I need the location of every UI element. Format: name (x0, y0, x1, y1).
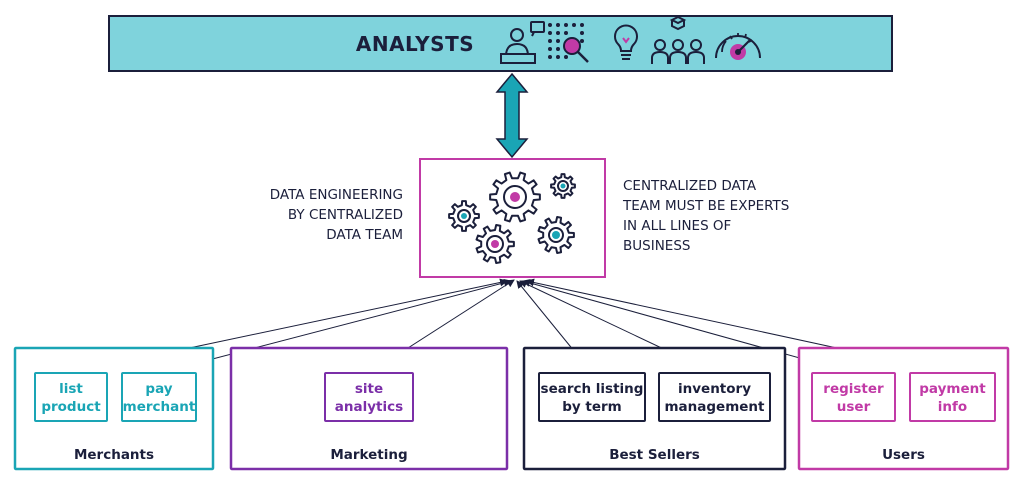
service-label: site (355, 381, 383, 397)
gear-icon (537, 216, 575, 254)
right-note-line: IN ALL LINES OF (623, 218, 731, 234)
gears-icon (448, 171, 576, 264)
gear-icon (475, 224, 515, 264)
left-note: DATA ENGINEERING BY CENTRALIZED DATA TEA… (270, 187, 403, 243)
service-box: inventory management (658, 372, 771, 422)
service-label: by term (562, 399, 622, 415)
right-note: CENTRALIZED DATA TEAM MUST BE EXPERTS IN… (622, 178, 789, 254)
domain-label: Users (882, 447, 925, 463)
domain-box: Merchants list product pay merchant (13, 346, 215, 471)
left-note-line: BY CENTRALIZED (288, 207, 403, 223)
service-label: payment (919, 381, 986, 397)
domain-box: Best Sellers search listing by term invento… (522, 346, 787, 471)
service-box: pay merchant (121, 372, 197, 422)
service-label: search listing (541, 381, 644, 397)
service-box: register user (811, 372, 896, 422)
right-note-line: CENTRALIZED DATA (623, 178, 757, 194)
connector-line (158, 278, 512, 374)
team-people-icon (651, 15, 705, 64)
gear-icon (489, 171, 541, 223)
dot-grid-magnifier-icon (548, 23, 589, 63)
analysts-data-team-arrow (495, 72, 529, 159)
service-label: product (41, 399, 101, 415)
service-label: user (837, 399, 871, 415)
service-box: list product (34, 372, 108, 422)
analyst-laptop-icon (500, 21, 545, 64)
service-label: merchant (123, 399, 196, 415)
domain-box: Marketing site analytics (229, 346, 509, 471)
lightbulb-icon (614, 24, 638, 60)
analysts-banner: ANALYSTS (108, 15, 893, 72)
domain-label: Marketing (330, 447, 407, 463)
service-box: site analytics (324, 372, 414, 422)
service-label: inventory (678, 381, 751, 397)
service-label: analytics (335, 399, 403, 415)
left-note-line: DATA TEAM (326, 227, 403, 243)
gear-icon (550, 173, 576, 199)
gear-icon (448, 200, 480, 232)
data-team-box (419, 158, 606, 278)
service-box: payment info (909, 372, 996, 422)
analysts-title: ANALYSTS (356, 32, 474, 56)
domain-label: Best Sellers (609, 447, 700, 463)
service-box: search listing by term (538, 372, 646, 422)
speedometer-icon (715, 33, 761, 60)
domain-box: Users register user payment info (797, 346, 1010, 471)
service-label: list (59, 381, 83, 397)
domain-label: Merchants (74, 447, 154, 463)
service-label: management (664, 399, 765, 415)
left-note-line: DATA ENGINEERING (270, 187, 403, 203)
right-note-line: TEAM MUST BE EXPERTS (622, 198, 789, 214)
domains-group: MerchantslistproductpaymerchantMarketing… (13, 346, 1010, 471)
service-label: register (823, 381, 884, 397)
service-label: info (938, 399, 967, 415)
service-label: pay (145, 381, 172, 397)
right-note-line: BUSINESS (623, 238, 690, 254)
